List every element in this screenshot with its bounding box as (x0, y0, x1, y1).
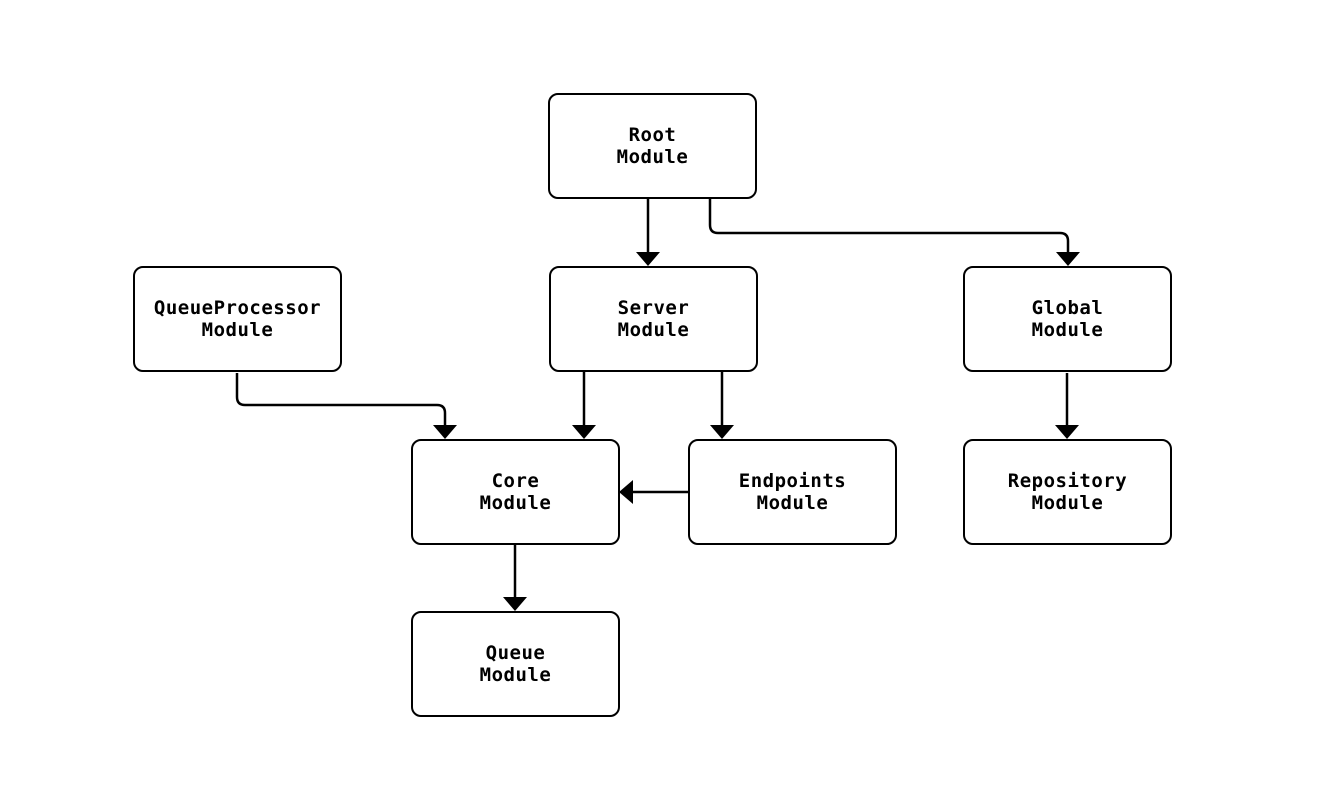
node-queue-module-label: Queue Module (479, 642, 552, 686)
node-core-module-label: Core Module (479, 470, 552, 514)
arrowhead-global-to-repository (1055, 425, 1079, 439)
node-repository-module-label: Repository Module (1007, 470, 1128, 514)
node-queueprocessor-module-label: QueueProcessor Module (153, 297, 322, 341)
node-root-module-label: Root Module (616, 124, 689, 168)
arrowhead-server-to-endpoints (710, 425, 734, 439)
node-repository-module: Repository Module (963, 439, 1172, 545)
arrowhead-server-to-core (572, 425, 596, 439)
node-queueprocessor-module: QueueProcessor Module (133, 266, 342, 372)
node-root-module: Root Module (548, 93, 757, 199)
arrowhead-root-to-server (636, 252, 660, 266)
arrowhead-root-to-global (1056, 252, 1080, 266)
arrowhead-core-to-queue (503, 597, 527, 611)
node-queue-module: Queue Module (411, 611, 620, 717)
node-core-module: Core Module (411, 439, 620, 545)
node-endpoints-module: Endpoints Module (688, 439, 897, 545)
arrowhead-queueprocessor-to-core (433, 425, 457, 439)
node-server-module-label: Server Module (617, 297, 690, 341)
node-endpoints-module-label: Endpoints Module (738, 470, 847, 514)
node-global-module-label: Global Module (1031, 297, 1104, 341)
edge-root-to-global (708, 198, 1070, 253)
edge-queueprocessor-to-core (235, 373, 447, 426)
node-server-module: Server Module (549, 266, 758, 372)
arrowhead-endpoints-to-core (619, 480, 633, 504)
node-global-module: Global Module (963, 266, 1172, 372)
